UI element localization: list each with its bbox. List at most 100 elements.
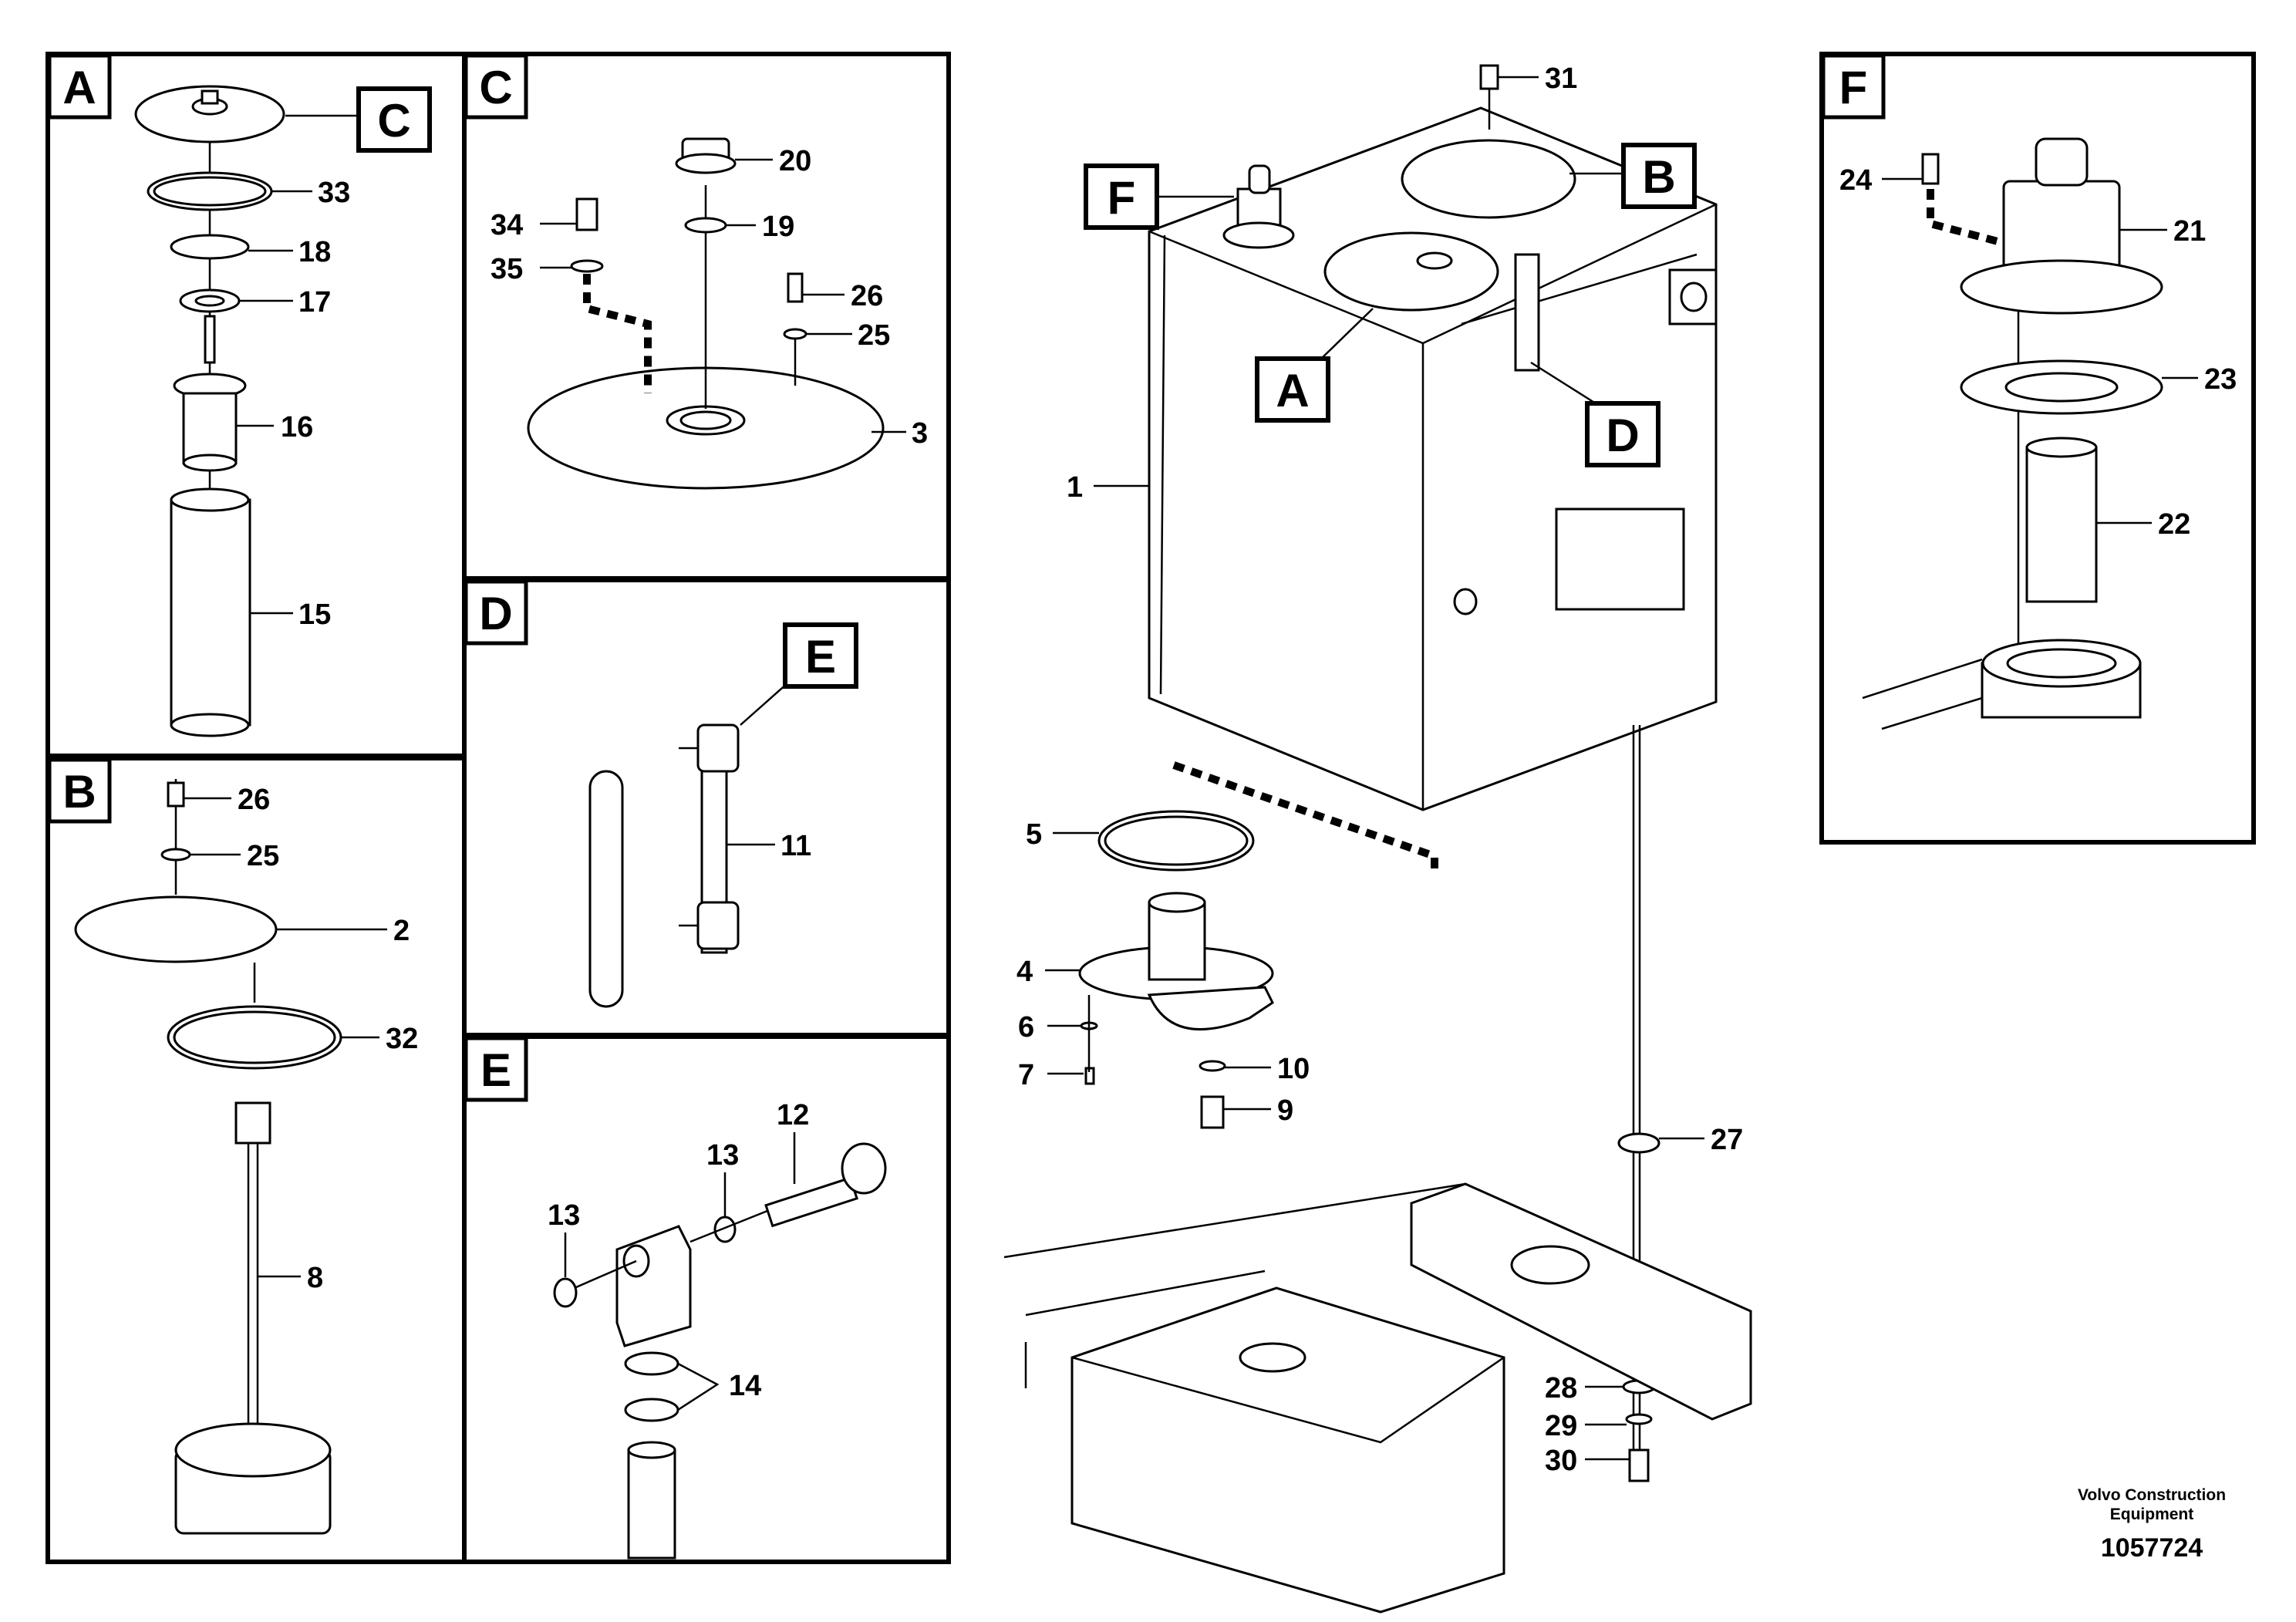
svg-text:F: F	[1839, 62, 1868, 113]
svg-text:13: 13	[548, 1199, 580, 1232]
svg-text:1: 1	[1067, 471, 1083, 504]
callout-22: 22	[2096, 508, 2190, 541]
panel-e-frame	[462, 1034, 951, 1564]
svg-text:7: 7	[1018, 1059, 1034, 1091]
svg-text:10: 10	[1277, 1053, 1310, 1085]
svg-text:E: E	[480, 1044, 511, 1096]
svg-text:12: 12	[777, 1099, 809, 1131]
callout-18: 18	[248, 236, 331, 268]
callout-4: 4	[1017, 956, 1080, 988]
callout-1: 1	[1067, 471, 1149, 504]
callout-35: 35	[491, 253, 571, 285]
callout-32: 32	[341, 1023, 418, 1055]
callout-30: 30	[1545, 1445, 1630, 1477]
callout-25-c: 25	[806, 319, 890, 352]
svg-text:B: B	[62, 766, 96, 818]
svg-text:A: A	[62, 62, 96, 113]
svg-text:20: 20	[779, 145, 811, 177]
callout-6: 6	[1018, 1011, 1081, 1044]
callout-2: 2	[276, 915, 410, 947]
panel-c-parts	[527, 137, 885, 490]
panel-d-parts	[588, 723, 740, 1008]
panel-c-label: C	[464, 53, 528, 120]
svg-text:F: F	[1108, 172, 1136, 224]
callout-31: 31	[1498, 62, 1577, 95]
company-name-line-1: Volvo Construction	[2078, 1486, 2226, 1504]
suction-adapter	[1078, 761, 1438, 1129]
callout-29: 29	[1545, 1410, 1627, 1442]
callout-25-b: 25	[190, 840, 279, 872]
callout-5: 5	[1026, 818, 1099, 851]
callout-24: 24	[1839, 164, 1923, 197]
callout-15: 15	[250, 599, 331, 631]
callout-28: 28	[1545, 1372, 1623, 1404]
svg-text:3: 3	[912, 417, 928, 450]
svg-text:33: 33	[318, 177, 350, 209]
svg-text:19: 19	[762, 211, 794, 243]
ref-box-b: B	[1569, 143, 1697, 209]
callout-9: 9	[1223, 1094, 1293, 1127]
svg-text:A: A	[1276, 365, 1309, 416]
callout-3: 3	[872, 417, 928, 450]
ref-box-d: D	[1530, 361, 1660, 467]
machine-frame	[1003, 1182, 1752, 1614]
ref-box-c: C	[285, 86, 432, 153]
svg-text:C: C	[377, 95, 410, 147]
svg-text:18: 18	[298, 236, 331, 268]
svg-text:B: B	[1642, 151, 1675, 203]
svg-text:21: 21	[2173, 215, 2206, 248]
panel-e-parts	[553, 1142, 887, 1560]
callout-7: 7	[1018, 1059, 1084, 1091]
company-name-line-2: Equipment	[2110, 1506, 2194, 1523]
svg-text:28: 28	[1545, 1372, 1577, 1404]
svg-text:23: 23	[2204, 363, 2237, 396]
svg-text:C: C	[479, 62, 512, 113]
panel-b-parts	[74, 779, 342, 1535]
callout-14: 14	[677, 1362, 761, 1411]
callout-17: 17	[239, 286, 331, 319]
callout-23: 23	[2162, 363, 2237, 396]
panel-b-label: B	[47, 757, 112, 824]
drawing-number: 1057724	[2101, 1533, 2203, 1563]
svg-text:34: 34	[491, 209, 523, 241]
ref-box-f: F	[1084, 164, 1234, 230]
svg-text:27: 27	[1711, 1124, 1743, 1156]
svg-text:26: 26	[238, 784, 270, 816]
svg-text:D: D	[479, 588, 512, 639]
svg-text:24: 24	[1839, 164, 1872, 197]
callout-20: 20	[735, 145, 811, 177]
svg-text:11: 11	[781, 830, 811, 862]
callout-26-b: 26	[184, 784, 270, 816]
svg-text:D: D	[1606, 410, 1639, 461]
svg-text:4: 4	[1017, 956, 1033, 988]
callout-26-c: 26	[802, 280, 883, 312]
svg-text:17: 17	[298, 286, 331, 319]
panel-a-parts	[134, 85, 285, 737]
callout-10: 10	[1225, 1053, 1310, 1085]
panel-f-frame	[1819, 52, 2256, 845]
panel-f-parts	[1862, 137, 2163, 730]
svg-text:29: 29	[1545, 1410, 1577, 1442]
svg-text:35: 35	[491, 253, 523, 285]
callout-12: 12	[777, 1099, 809, 1184]
ref-box-e: E	[740, 622, 858, 726]
callout-21: 21	[2119, 215, 2206, 248]
callout-11: 11	[727, 830, 811, 862]
callout-16: 16	[236, 411, 313, 443]
svg-text:9: 9	[1277, 1094, 1293, 1127]
callout-27: 27	[1659, 1124, 1743, 1156]
callout-34: 34	[491, 209, 577, 241]
svg-text:22: 22	[2158, 508, 2190, 541]
svg-text:16: 16	[281, 411, 313, 443]
svg-text:15: 15	[298, 599, 331, 631]
ref-box-a: A	[1255, 308, 1374, 423]
svg-text:26: 26	[851, 280, 883, 312]
svg-text:30: 30	[1545, 1445, 1577, 1477]
svg-text:14: 14	[729, 1370, 761, 1402]
panel-a-frame	[46, 52, 467, 758]
svg-text:25: 25	[858, 319, 890, 352]
callout-13-left: 13	[548, 1199, 580, 1277]
svg-text:25: 25	[247, 840, 279, 872]
callout-33: 33	[271, 177, 350, 209]
